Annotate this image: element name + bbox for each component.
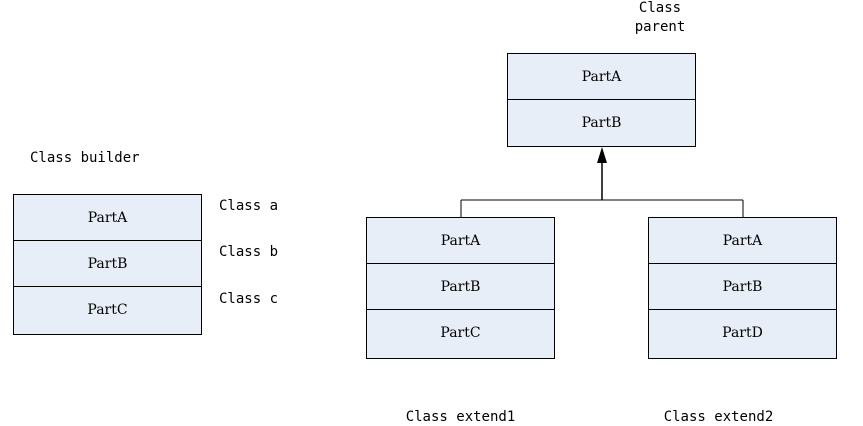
inheritance-arrowhead <box>597 147 607 163</box>
builder-part-c: PartC <box>87 302 128 318</box>
extend2-part-b: PartB <box>649 264 836 310</box>
extend1-box: PartA PartB PartC <box>366 217 555 359</box>
class-a-label: Class a <box>219 198 279 214</box>
extend1-part-a: PartA <box>367 218 554 264</box>
extend2-part-d: PartD <box>722 325 763 341</box>
extend2-part-a: PartA <box>649 218 836 264</box>
parent-part-a: PartA <box>508 54 695 100</box>
parent-box: PartA PartB <box>507 53 696 147</box>
extend1-title: Class extend1 <box>405 409 516 425</box>
parent-title-line1: Class <box>638 0 682 16</box>
extend1-part-c: PartC <box>440 325 481 341</box>
class-c-label: Class c <box>219 291 279 307</box>
builder-box: PartA PartB PartC <box>13 194 202 335</box>
builder-title: Class builder <box>30 150 140 166</box>
builder-part-a: PartA <box>14 195 201 241</box>
parent-part-b: PartB <box>581 115 622 131</box>
parent-title-line2: parent <box>634 19 686 35</box>
builder-part-b: PartB <box>14 241 201 287</box>
extend1-part-b: PartB <box>367 264 554 310</box>
extend2-box: PartA PartB PartD <box>648 217 837 359</box>
extend2-title: Class extend2 <box>663 409 774 425</box>
class-b-label: Class b <box>219 244 279 260</box>
